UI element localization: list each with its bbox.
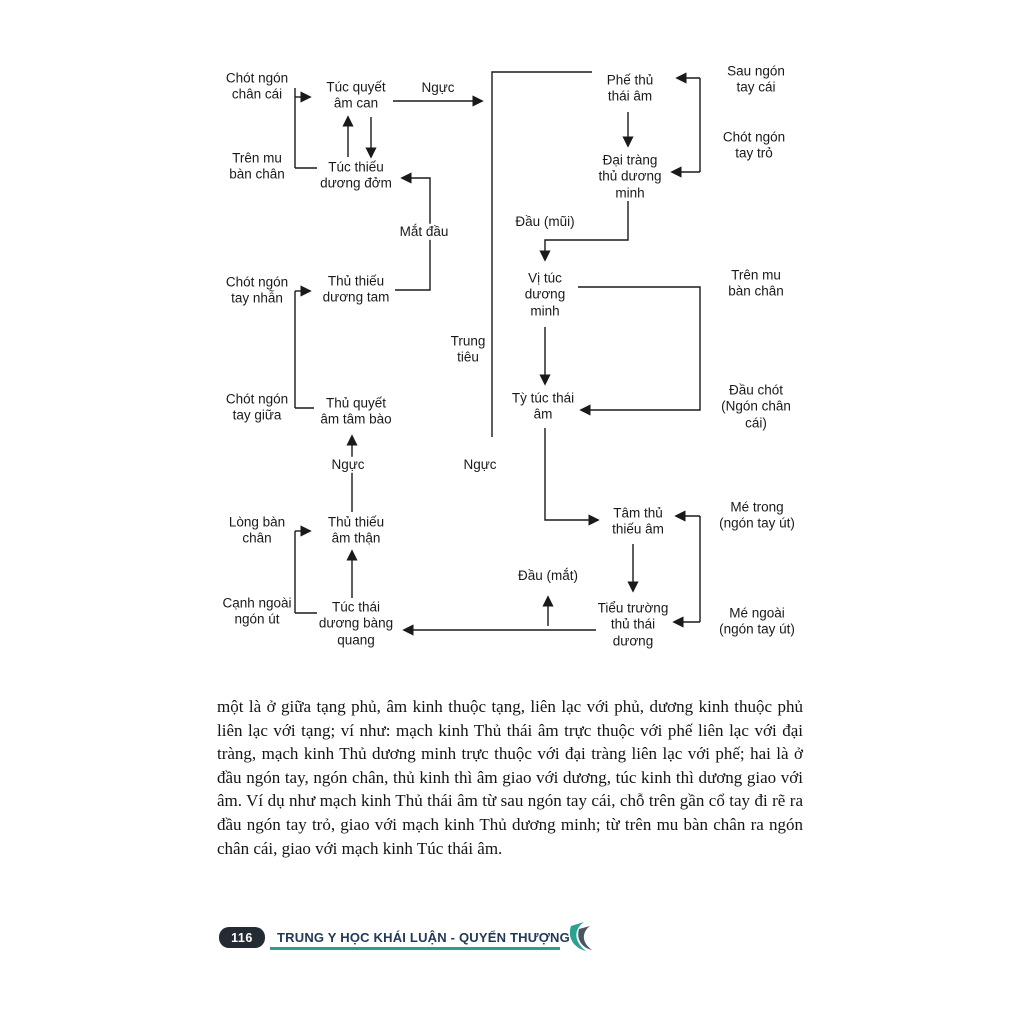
node-long-ban-chan: Lòng bàn chân bbox=[228, 514, 286, 546]
node-ty-tuc-thai-am: Tỳ túc thái âm bbox=[511, 390, 575, 422]
page-number-badge: 116 bbox=[219, 927, 265, 948]
node-vi-tuc-duong-minh: Vị túc dương minh bbox=[524, 270, 566, 319]
node-sau-ngon-tay-cai: Sau ngón tay cái bbox=[727, 63, 785, 95]
node-dau-chot-ngon-chan-cai: Đầu chót (Ngón chân cái) bbox=[721, 382, 791, 431]
node-tieu-truong-thu-thai-duong: Tiểu trường thủ thái dương bbox=[597, 600, 669, 649]
node-chot-ngon-tay-nhan: Chót ngón tay nhẫn bbox=[225, 274, 289, 306]
node-tam-thu-thieu-am: Tâm thủ thiếu âm bbox=[612, 505, 664, 537]
label-dau-mat: Đầu (mắt) bbox=[514, 567, 582, 585]
node-tren-mu-ban-chan-2: Trên mu bàn chân bbox=[728, 267, 784, 299]
label-nguc-left: Ngực bbox=[328, 456, 368, 474]
label-nguc-top: Ngực bbox=[421, 79, 455, 95]
node-chot-ngon-tay-giua: Chót ngón tay giữa bbox=[225, 391, 289, 423]
running-title: TRUNG Y HỌC KHÁI LUẬN - QUYỂN THƯỢNG bbox=[277, 930, 570, 945]
node-tuc-quyet-am-can: Túc quyết âm can bbox=[326, 79, 386, 111]
connector-lines bbox=[294, 71, 701, 636]
node-phe-thu-thai-am: Phế thủ thái âm bbox=[606, 72, 654, 104]
body-paragraph: một là ở giữa tạng phủ, âm kinh thuộc tạ… bbox=[217, 697, 803, 858]
label-mat-dau: Mắt đầu bbox=[396, 223, 452, 241]
footer-rule bbox=[270, 947, 560, 950]
node-me-ngoai-ngon-tay-ut: Mé ngoài (ngón tay út) bbox=[719, 605, 795, 637]
node-dai-trang-thu-duong-minh: Đại tràng thủ dương minh bbox=[598, 152, 662, 201]
node-chot-ngon-tay-tro: Chót ngón tay trỏ bbox=[722, 129, 786, 161]
label-trung-tieu: Trung tiêu bbox=[447, 333, 489, 367]
diagram-connector-lines bbox=[294, 71, 701, 636]
node-thu-thieu-am-than: Thủ thiếu âm thận bbox=[327, 514, 385, 546]
node-canh-ngoai-ngon-ut: Cạnh ngoài ngón út bbox=[222, 595, 292, 627]
meridian-flow-diagram: Chót ngón chân cái Trên mu bàn chân Chót… bbox=[222, 63, 795, 649]
node-thu-quyet-am-tam-bao: Thủ quyết âm tâm bào bbox=[320, 395, 392, 427]
node-tuc-thieu-duong-dom: Túc thiếu dương đởm bbox=[320, 159, 392, 191]
publisher-logo-icon bbox=[569, 922, 592, 951]
node-chot-ngon-chan-cai: Chót ngón chân cái bbox=[225, 70, 289, 102]
node-tren-mu-ban-chan: Trên mu bàn chân bbox=[229, 150, 285, 182]
label-dau-mui: Đầu (mũi) bbox=[515, 213, 575, 229]
node-thu-thieu-duong-tam: Thủ thiếu dương tam bbox=[322, 273, 390, 305]
label-nguc-mid: Ngực bbox=[463, 456, 497, 472]
node-me-trong-ngon-tay-ut: Mé trong (ngón tay út) bbox=[719, 499, 795, 531]
node-tuc-thai-duong-bang-quang: Túc thái dương bàng quang bbox=[318, 599, 394, 648]
page-footer: 116 TRUNG Y HỌC KHÁI LUẬN - QUYỂN THƯỢNG bbox=[0, 922, 1017, 964]
